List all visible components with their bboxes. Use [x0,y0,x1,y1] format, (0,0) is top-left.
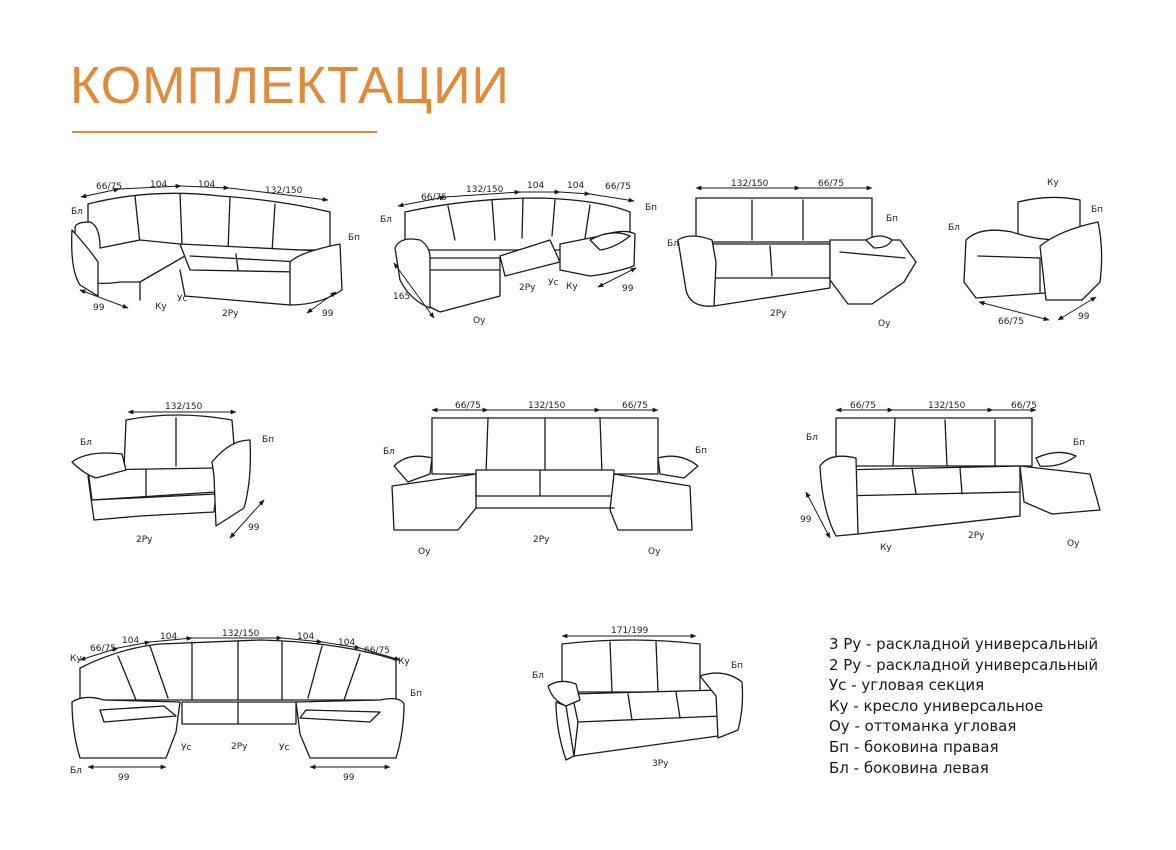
part-label: Ус [177,294,187,304]
part-label: Ку [566,282,578,292]
corner-ottoman-sofa-right: 66/75 132/150 66/75 Бл Бп 99 Ку 2Ру Оу [800,401,1101,553]
part-label: Бл [71,207,83,217]
dim-label: 104 [338,638,355,648]
corner-sofa-1: 66/75 104 104 132/150 Бл Бп Ку Ус 2Ру 99… [71,180,360,319]
part-label: 2Ру [519,283,536,293]
dim-label: 104 [297,632,314,642]
part-label: Оу [648,547,661,557]
armchair: Ку Бл Бп 66/75 99 [948,178,1103,327]
part-label: Бл [667,239,679,249]
dim-label: 99 [800,515,812,525]
part-label: Бл [806,433,818,443]
three-seat-sofa: 171/199 Бл Бп 3Ру [532,626,743,769]
dim-label: 66/75 [850,401,876,411]
two-seat-sofa: 132/150 Бл Бп 2Ру 99 [71,402,274,545]
dim-label: 99 [248,523,260,533]
dim-label: 99 [118,773,130,783]
part-label: Ус [279,743,289,753]
part-label: Оу [418,547,431,557]
dim-label: 66/75 [622,401,648,411]
dim-label: 66/75 [90,644,116,654]
dim-label: 99 [322,309,334,319]
part-label: 2Ру [533,535,550,545]
part-label: 2Ру [231,742,248,752]
dim-label: 66/75 [605,182,631,192]
part-label: 2Ру [968,531,985,541]
part-label: Бп [731,661,743,671]
part-label: Бл [383,447,395,457]
legend-item: Ку - кресло универсальное [829,696,1044,715]
legend-item: 2 Ру - раскладной универсальный [829,655,1099,674]
part-label: Бл [532,671,544,681]
part-label: Бп [695,446,707,456]
part-label: Бп [410,689,422,699]
dim-label: 104 [198,180,215,190]
u-shaped-sofa: 66/75 104 104 132/150 104 104 66/75 Ку К… [70,629,422,783]
dim-label: 104 [160,632,177,642]
dim-label: 132/150 [466,185,504,195]
dim-label: 66/75 [421,193,447,203]
part-label: Ку [70,654,82,664]
dim-label: 132/150 [222,629,260,639]
part-label: Бп [1073,438,1085,448]
dim-label: 66/75 [818,179,844,189]
legend-item: Оу - оттоманка угловая [829,717,1017,736]
part-label: Бп [1091,205,1103,215]
dim-label: 66/75 [96,182,122,192]
part-label: 2Ру [770,309,787,319]
part-label: Бп [645,203,657,213]
part-label: Бп [348,233,360,243]
part-label: Оу [878,319,891,329]
title-underline [72,131,377,133]
sofa-with-ottoman: 132/150 66/75 Бл Бп 2Ру Оу [667,179,917,329]
dim-label: 99 [93,303,105,313]
dim-label: 104 [527,181,544,191]
part-label: Ус [181,743,191,753]
corner-sofa-ottoman: 66/75 132/150 104 104 66/75 Бл Бп Оу 2Ру… [380,181,657,326]
part-label: Ку [1047,178,1059,188]
part-label: Бл [80,438,92,448]
part-label: Бп [262,435,274,445]
part-label: 2Ру [136,535,153,545]
part-label: Ку [398,657,410,667]
dim-label: 132/150 [528,401,566,411]
page-title: КОМПЛЕКТАЦИИ [70,57,510,115]
legend-item: 3 Ру - раскладной универсальный [829,635,1099,653]
dim-label: 171/199 [611,626,649,636]
dim-label: 66/75 [1011,401,1037,411]
legend-item: Бп - боковина правая [829,737,999,756]
part-label: 3Ру [652,759,669,769]
dim-label: 99 [1078,312,1090,322]
double-ottoman-sofa: 66/75 132/150 66/75 Бл Бп Оу 2Ру Оу [383,401,707,557]
dim-label: 132/150 [265,186,303,196]
part-label: Оу [473,316,486,326]
legend-item: Бл - боковина левая [829,758,989,777]
legend-item: Ус - угловая секция [829,676,985,695]
part-label: Бл [70,766,82,776]
part-label: Бл [380,215,392,225]
dim-label: 99 [622,284,634,294]
dim-label: 66/75 [364,646,390,656]
dim-label: 104 [150,180,167,190]
part-label: Бл [948,223,960,233]
part-label: Ку [880,543,892,553]
dim-label: 66/75 [998,317,1024,327]
dim-label: 66/75 [455,401,481,411]
dim-label: 132/150 [928,401,966,411]
dim-label: 132/150 [165,402,203,412]
part-label: Ус [548,278,558,288]
legend: 3 Ру - раскладной универсальный 2 Ру - р… [829,634,1098,778]
dim-label: 104 [567,181,584,191]
part-label: Оу [1067,539,1080,549]
dim-label: 104 [122,636,139,646]
dim-label: 99 [343,773,355,783]
part-label: 2Ру [222,309,239,319]
dim-label: 165 [393,292,410,302]
part-label: Бп [886,214,898,224]
part-label: Ку [155,302,167,312]
dim-label: 132/150 [731,179,769,189]
